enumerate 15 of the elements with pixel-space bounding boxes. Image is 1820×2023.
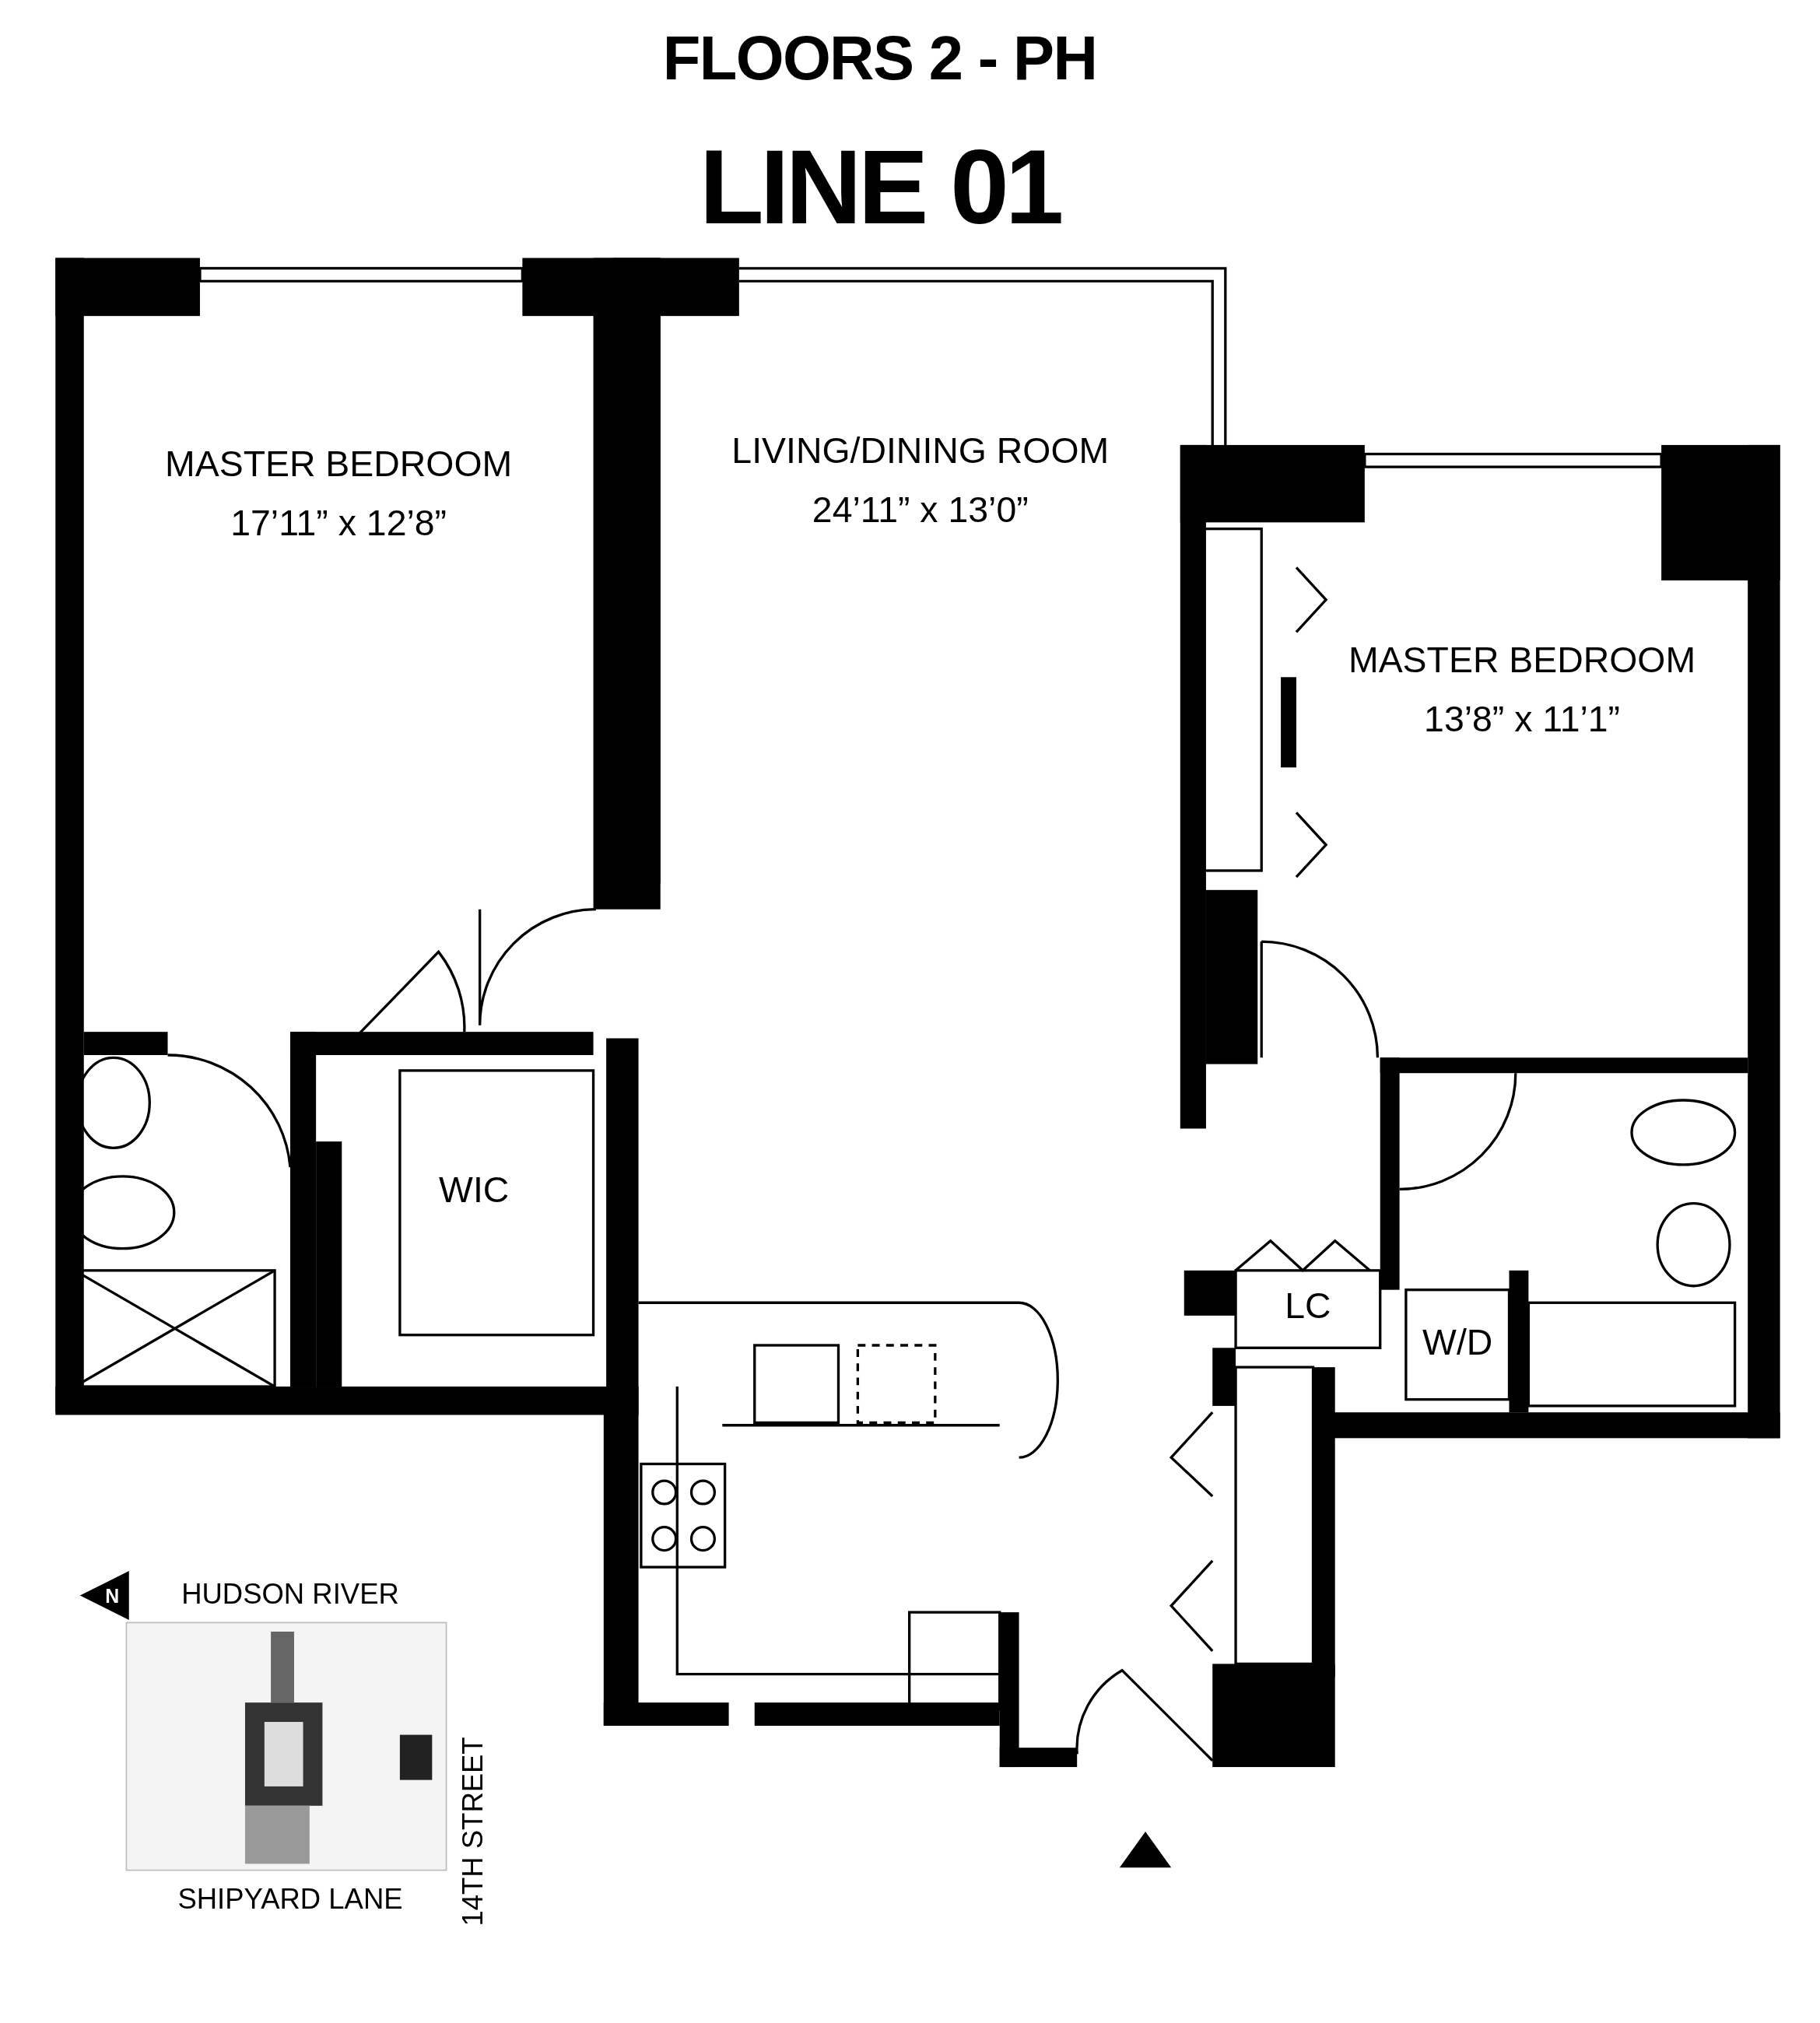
north-label: N — [105, 1584, 120, 1607]
street-label: SHIPYARD LANE — [177, 1883, 403, 1917]
room-name: LIVING/DINING ROOM — [731, 429, 1110, 473]
room-name: MASTER BEDROOM — [165, 443, 513, 486]
room-name: WIC — [439, 1169, 510, 1211]
room-dimensions: 24’11” x 13’0” — [812, 489, 1029, 532]
room-dimensions: 13’8” x 11’1” — [1424, 698, 1621, 741]
street-label: 14TH STREET — [456, 1737, 490, 1927]
title: FLOORS 2 - PH — [662, 23, 1097, 94]
subtitle: LINE 01 — [699, 127, 1061, 247]
street-label: HUDSON RIVER — [181, 1577, 399, 1611]
room-name: LC — [1285, 1285, 1331, 1328]
room-name: W/D — [1422, 1321, 1493, 1364]
room-dimensions: 17’11” x 12’8” — [230, 502, 447, 545]
room-name: MASTER BEDROOM — [1348, 639, 1696, 682]
